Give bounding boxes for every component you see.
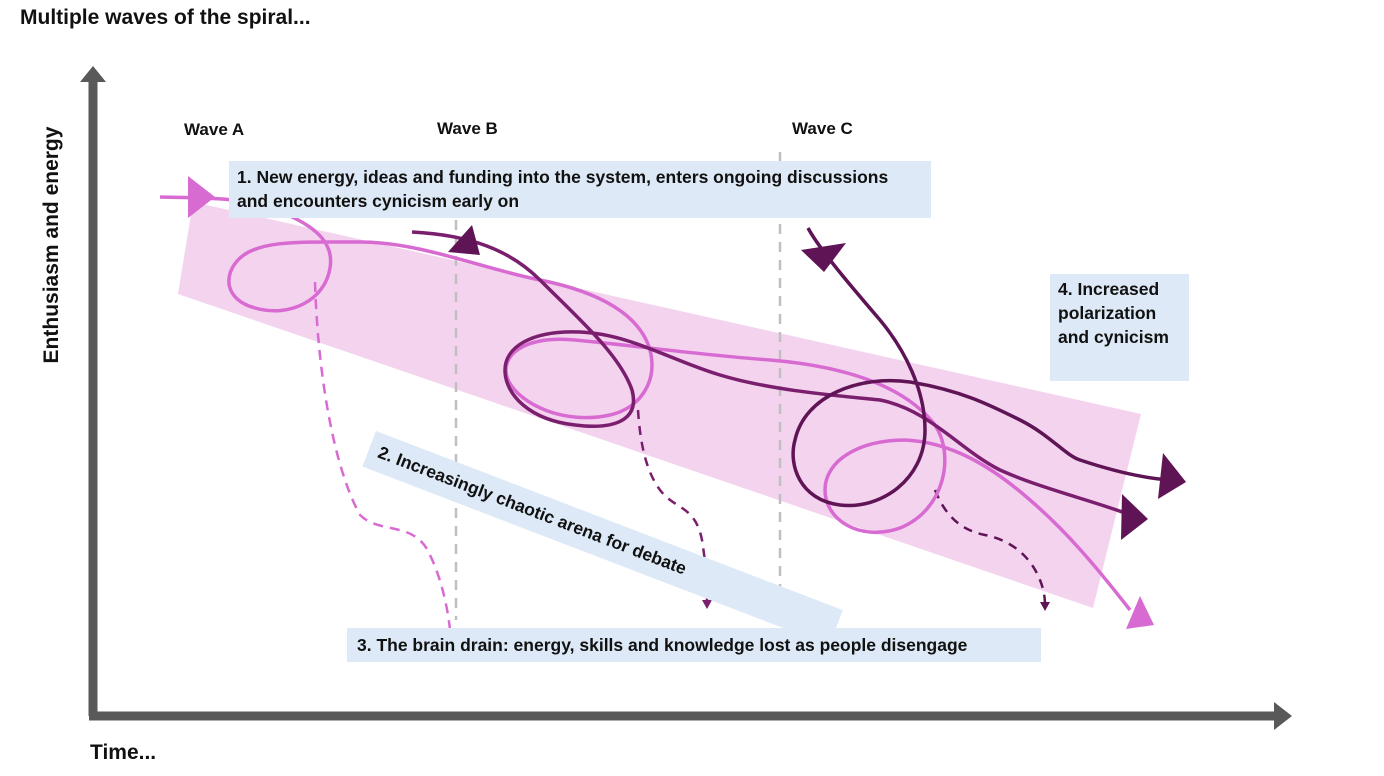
wave-c-path [791,227,1171,508]
y-axis-arrowhead [80,66,106,82]
wave-c-end-arrow [1158,453,1186,499]
callout-brain-drain: 3. The brain drain: energy, skills and k… [347,628,1041,662]
dropoff-wave-b-arrow [702,600,712,609]
dropoff-wave-a [313,281,452,631]
wave-c-start-arrow [801,243,846,272]
wave-b-label: Wave B [437,119,498,138]
dropoff-wave-c [933,489,1047,606]
wave-b-start-arrow [448,225,480,255]
wave-a-label: Wave A [184,120,245,139]
wave-b-path [411,230,1126,515]
dropoff-wave-c-arrow [1040,602,1050,611]
wave-a-start-arrow [188,176,215,218]
wave-c-label: Wave C [792,119,853,138]
spiral-band [178,202,1141,608]
callout-polarization: 4. Increased polarization and cynicism [1050,274,1189,381]
callout-new-energy: 1. New energy, ideas and funding into th… [229,161,931,218]
x-axis-label: Time... [90,741,157,764]
wave-b-end-arrow [1121,494,1148,540]
x-axis-arrowhead [1274,702,1292,730]
wave-a-end-arrow [1126,596,1154,629]
wave-a-path [159,195,1132,612]
page-title: Multiple waves of the spiral... [20,6,311,29]
y-axis-label: Enthusiasm and energy [40,126,63,364]
